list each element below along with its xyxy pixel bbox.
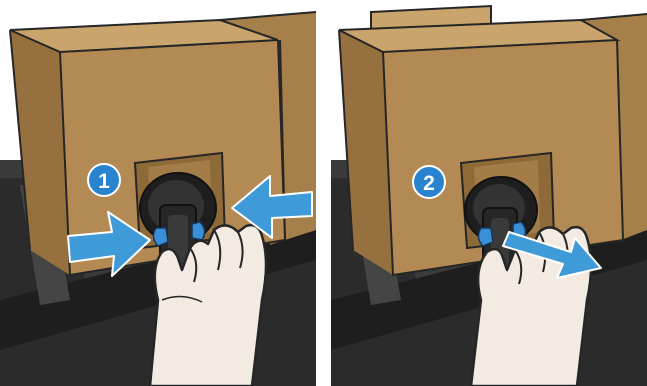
step-1-illustration: 1: [0, 0, 316, 386]
step-2-panel: 2: [331, 0, 647, 386]
step-2-badge: 2: [413, 166, 445, 198]
hand-icon: [150, 225, 266, 386]
step-2-number: 2: [423, 172, 435, 195]
step-1-badge: 1: [88, 164, 120, 196]
step-1-panel: 1: [0, 0, 316, 386]
step-2-illustration: 2: [331, 0, 647, 386]
step-1-number: 1: [98, 170, 110, 193]
